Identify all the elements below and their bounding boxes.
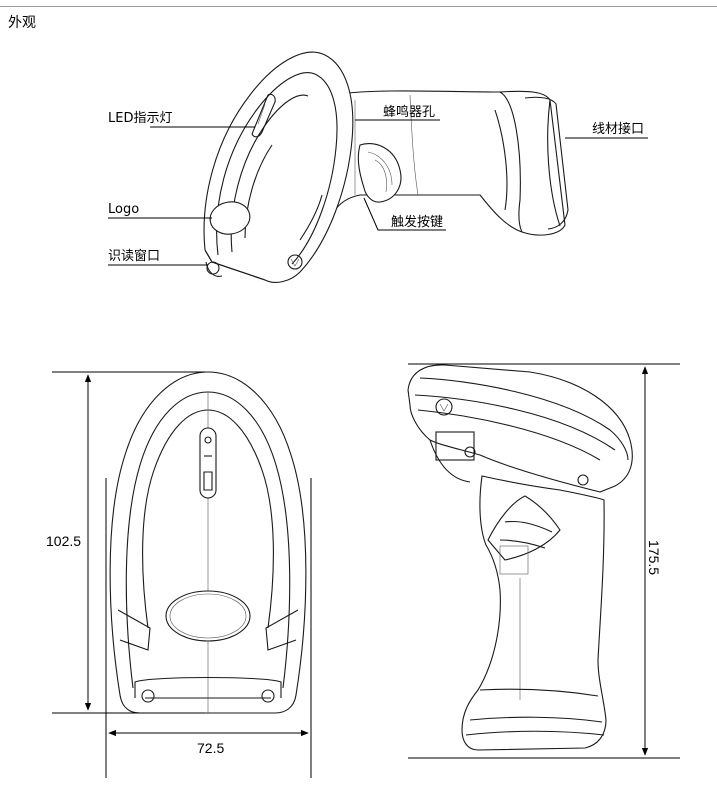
label-led: LED指示灯 (108, 111, 172, 126)
dim-width-front: 72.5 (197, 740, 224, 756)
label-logo: Logo (108, 202, 139, 217)
callout-logo: Logo (108, 202, 212, 219)
dimension-width-front: 72.5 (105, 478, 312, 778)
dimension-height-side: 175.5 (408, 363, 680, 759)
callout-trigger: 触发按键 (363, 197, 446, 231)
dim-height-side: 175.5 (646, 540, 662, 575)
top-divider (0, 6, 717, 7)
perspective-view (203, 51, 569, 283)
callout-cable: 线材接口 (565, 121, 648, 139)
callout-led: LED指示灯 (108, 111, 255, 128)
label-cable: 线材接口 (592, 121, 644, 137)
label-buzzer: 蜂鸣器孔 (383, 104, 435, 120)
dimension-height-front: 102.5 (46, 371, 205, 714)
label-trigger: 触发按键 (391, 214, 443, 230)
side-view (407, 364, 633, 751)
callout-window: 识读窗口 (108, 248, 208, 266)
callout-buzzer: 蜂鸣器孔 (355, 104, 440, 121)
section-title: 外观 (8, 15, 36, 31)
front-view (109, 371, 307, 714)
dim-height-front: 102.5 (46, 533, 81, 549)
label-window: 识读窗口 (108, 248, 160, 264)
